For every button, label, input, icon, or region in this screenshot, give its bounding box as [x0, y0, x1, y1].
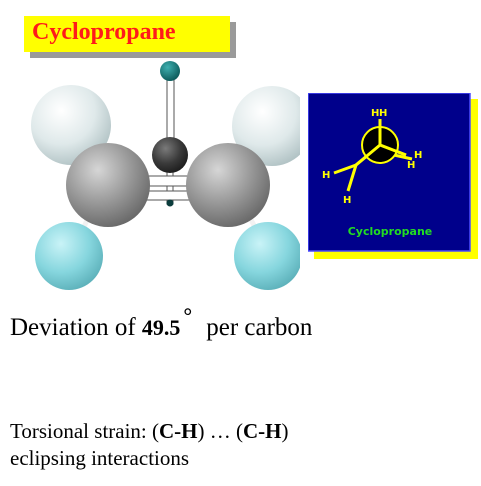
- newman-projection-panel: H H H H H H Cyclopropane: [308, 93, 478, 259]
- bond-back-right: [393, 153, 413, 161]
- carbon-front-right: [186, 143, 270, 227]
- torsion-suffix: ): [281, 419, 289, 443]
- degree-symbol: °: [183, 303, 193, 328]
- torsion-prefix: Torsional strain: (: [10, 419, 159, 443]
- title-box: Cyclopropane: [24, 16, 230, 52]
- hydrogen-bottom-small: [166, 199, 174, 207]
- slide-title: Cyclopropane: [32, 19, 176, 45]
- torsion-block: Torsional strain: (C-H) … (C-H) eclipsin…: [10, 418, 289, 472]
- bond-front-right-overlay: [379, 143, 407, 157]
- h-label-right-bottom: H: [407, 160, 415, 171]
- bond-methyl-left: [333, 163, 357, 175]
- newman-caption: Cyclopropane: [348, 225, 433, 238]
- hydrogen-front-right: [234, 222, 300, 290]
- hydrogen-top-small: [160, 61, 180, 81]
- cyclopropane-ball-stick-model: [31, 61, 300, 290]
- h-label-right-top: H: [414, 150, 422, 161]
- deviation-value: 49.5: [141, 315, 181, 340]
- hydrogen-back-left: [31, 85, 111, 165]
- torsion-line-1: Torsional strain: (C-H) … (C-H): [10, 418, 289, 445]
- torsion-mid: ) … (: [197, 419, 244, 443]
- carbon-front-left: [66, 143, 150, 227]
- bond-front-left-overlay: [355, 143, 381, 167]
- h-label-top-left: H: [371, 108, 379, 119]
- deviation-prefix: Deviation of: [10, 314, 142, 341]
- h-label-top-right: H: [379, 108, 387, 119]
- carbon-back: [152, 137, 188, 173]
- torsion-line-2: eclipsing interactions: [10, 446, 190, 470]
- h-label-left: H: [322, 170, 330, 181]
- deviation-suffix: per carbon: [206, 314, 313, 341]
- bond-methyl-down: [346, 164, 358, 192]
- hydrogen-back-right: [232, 86, 300, 166]
- ch-bond-2: C-H: [243, 419, 282, 443]
- ch-bond-1: C-H: [159, 419, 198, 443]
- deviation-line: Deviation of 49.5° per carbon: [10, 303, 313, 342]
- h-label-left-bottom: H: [343, 195, 351, 206]
- hydrogen-front-left: [35, 222, 103, 290]
